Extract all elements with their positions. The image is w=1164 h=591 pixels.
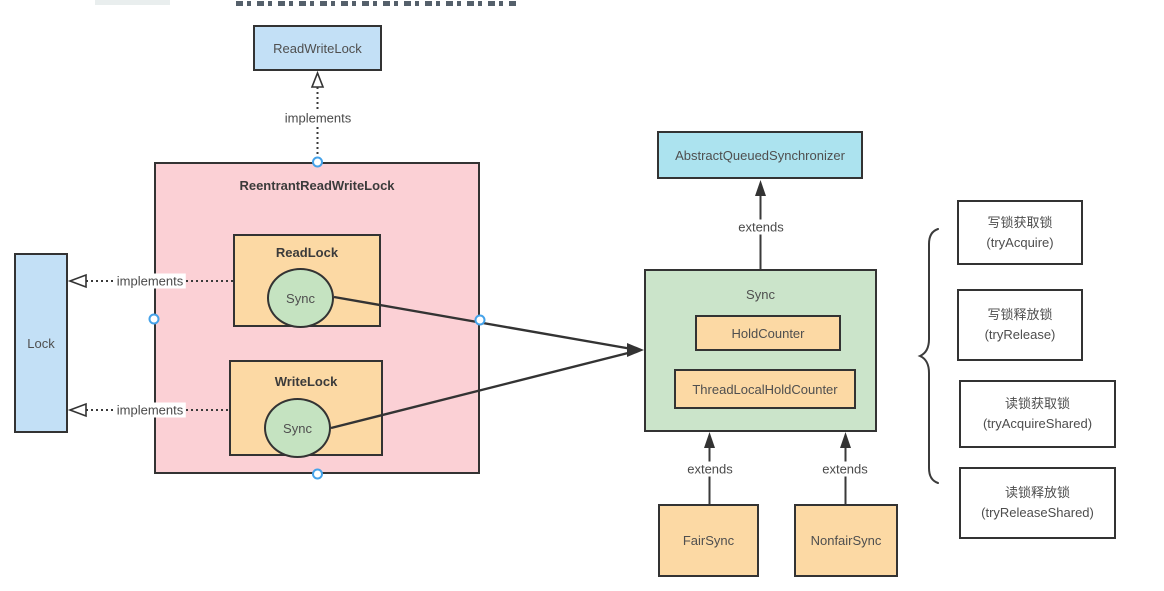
- node-readwritelock-label: ReadWriteLock: [273, 40, 362, 56]
- node-reentrantreadwritelock-label: ReentrantReadWriteLock: [239, 178, 395, 193]
- annotation-write-acquire[interactable]: 写锁获取锁 (tryAcquire): [957, 200, 1083, 265]
- annotation-write-release-line1: 写锁释放锁: [987, 307, 1053, 322]
- hollow-arrowhead-icon: [67, 402, 87, 418]
- edge-label-extends-fairsync: extends: [684, 461, 736, 477]
- node-readlock-sync[interactable]: Sync: [267, 268, 334, 328]
- node-nonfairsync-label: NonfairSync: [810, 533, 882, 548]
- annotation-read-acquire[interactable]: 读锁获取锁 (tryAcquireShared): [959, 380, 1116, 448]
- node-readwritelock[interactable]: ReadWriteLock: [253, 25, 382, 71]
- node-threadlocalholdcounter[interactable]: ThreadLocalHoldCounter: [674, 369, 856, 409]
- node-abstractqueuedsynchronizer[interactable]: AbstractQueuedSynchronizer: [657, 131, 863, 179]
- annotation-write-release[interactable]: 写锁释放锁 (tryRelease): [957, 289, 1083, 361]
- node-threadlocalholdcounter-label: ThreadLocalHoldCounter: [692, 381, 838, 397]
- node-fairsync[interactable]: FairSync: [658, 504, 759, 577]
- annotation-write-acquire-line2: (tryAcquire): [986, 234, 1054, 250]
- annotation-read-acquire-line1: 读锁获取锁: [1004, 396, 1070, 411]
- hollow-arrowhead-icon: [67, 273, 87, 289]
- edge-label-implements-top: implements: [281, 110, 355, 126]
- annotation-read-release-line1: 读锁释放锁: [1004, 485, 1070, 500]
- node-writelock-label: WriteLock: [274, 374, 338, 389]
- node-readlock-label: ReadLock: [275, 245, 339, 260]
- hollow-arrowhead-icon: [310, 70, 325, 88]
- solid-arrowhead-icon: [704, 432, 715, 448]
- solid-arrowhead-icon: [840, 432, 851, 448]
- node-abstractqueuedsynchronizer-label: AbstractQueuedSynchronizer: [675, 147, 845, 163]
- solid-arrowhead-icon: [627, 343, 644, 357]
- edge-label-implements-readlock: implements: [113, 273, 187, 289]
- annotation-read-acquire-line2: (tryAcquireShared): [982, 416, 1093, 431]
- node-holdcounter[interactable]: HoldCounter: [695, 315, 841, 351]
- edge-label-implements-writelock: implements: [113, 402, 187, 418]
- annotation-read-release-line2: (tryReleaseShared): [981, 505, 1094, 520]
- annotation-write-acquire-line1: 写锁获取锁: [987, 214, 1053, 230]
- annotation-write-release-line2: (tryRelease): [984, 327, 1056, 342]
- curly-brace: [917, 228, 939, 484]
- node-writelock-sync[interactable]: Sync: [264, 398, 331, 458]
- annotation-read-release[interactable]: 读锁释放锁 (tryReleaseShared): [959, 467, 1116, 539]
- node-writelock-sync-label: Sync: [283, 420, 312, 436]
- node-sync-label: Sync: [746, 287, 775, 302]
- node-fairsync-label: FairSync: [682, 533, 735, 548]
- clipped-toolbar-fragment: [95, 0, 170, 5]
- node-lock[interactable]: Lock: [14, 253, 68, 433]
- node-readlock-sync-label: Sync: [286, 290, 315, 306]
- clipped-title-text-fragment: [236, 1, 520, 6]
- edge-label-extends-nonfairsync: extends: [819, 461, 871, 477]
- edge-label-extends-aqs: extends: [735, 219, 787, 235]
- node-lock-label: Lock: [27, 335, 55, 351]
- node-nonfairsync[interactable]: NonfairSync: [794, 504, 898, 577]
- solid-arrowhead-icon: [755, 180, 766, 196]
- node-holdcounter-label: HoldCounter: [731, 325, 805, 341]
